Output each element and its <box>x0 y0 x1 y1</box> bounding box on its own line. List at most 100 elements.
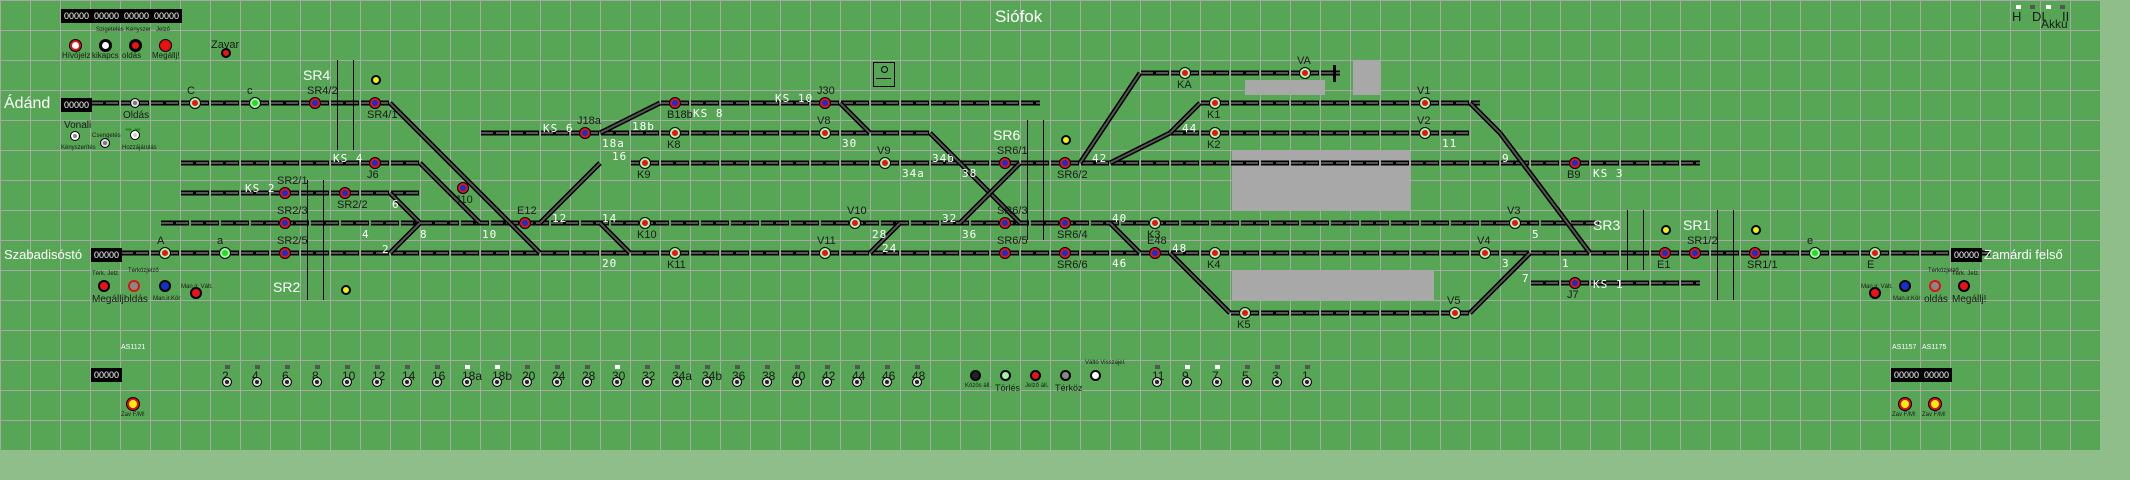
signal-k2[interactable] <box>1210 128 1220 138</box>
signal-e1[interactable] <box>1660 248 1670 258</box>
signal-va[interactable] <box>1300 68 1310 78</box>
switch-button[interactable] <box>312 377 322 387</box>
signal-v2[interactable] <box>1420 128 1430 138</box>
switch-button[interactable] <box>1212 377 1222 387</box>
zav-fm-button[interactable] <box>1929 398 1941 410</box>
switch-button[interactable] <box>342 377 352 387</box>
signal-sr2-5[interactable] <box>280 248 290 258</box>
switch-button[interactable] <box>672 377 682 387</box>
switch-button[interactable] <box>252 377 262 387</box>
switch-button[interactable] <box>1272 377 1282 387</box>
switch-button[interactable] <box>432 377 442 387</box>
h-indicator[interactable]: H <box>2012 9 2022 24</box>
signal-a[interactable] <box>220 248 230 258</box>
signal-e[interactable] <box>1810 248 1820 258</box>
signal-v3[interactable] <box>1510 218 1520 228</box>
switch-button[interactable] <box>912 377 922 387</box>
signal-a[interactable] <box>160 248 170 258</box>
signal-v5[interactable] <box>1450 308 1460 318</box>
switch-button[interactable] <box>882 377 892 387</box>
signal-k10[interactable] <box>640 218 650 228</box>
legend-button[interactable] <box>1060 370 1071 381</box>
control-button[interactable] <box>160 40 171 51</box>
signal-sr1-1[interactable] <box>1750 248 1760 258</box>
zavar-button[interactable] <box>221 48 231 58</box>
shunt-signal[interactable] <box>1061 135 1071 145</box>
signal-sr2-3[interactable] <box>280 218 290 228</box>
signal-k11[interactable] <box>670 248 680 258</box>
shunt-signal[interactable] <box>371 75 381 85</box>
control-button[interactable] <box>70 40 81 51</box>
signal-sr4-1[interactable] <box>370 98 380 108</box>
signal-sr4-2[interactable] <box>310 98 320 108</box>
signal-j7[interactable] <box>1570 278 1580 288</box>
signal-sr6-4[interactable] <box>1060 218 1070 228</box>
control-button[interactable] <box>100 40 111 51</box>
switch-button[interactable] <box>492 377 502 387</box>
signal-v11[interactable] <box>820 248 830 258</box>
signal-b9[interactable] <box>1570 158 1580 168</box>
signal-k9[interactable] <box>640 158 650 168</box>
signal-sr1-2[interactable] <box>1690 248 1700 258</box>
switch-button[interactable] <box>582 377 592 387</box>
man-ir-kor-button[interactable] <box>159 280 171 292</box>
oldas-button[interactable] <box>128 280 140 292</box>
signal-e[interactable] <box>1870 248 1880 258</box>
signal-e48[interactable] <box>1150 248 1160 258</box>
switch-button[interactable] <box>732 377 742 387</box>
hozzajarulas-button[interactable] <box>130 130 140 140</box>
switch-button[interactable] <box>552 377 562 387</box>
signal-v9[interactable] <box>880 158 890 168</box>
signal-sr6-6[interactable] <box>1060 248 1070 258</box>
signal-k5[interactable] <box>1240 308 1250 318</box>
legend-button[interactable] <box>970 370 981 381</box>
switch-button[interactable] <box>1182 377 1192 387</box>
signal-c[interactable] <box>250 98 260 108</box>
switch-button[interactable] <box>792 377 802 387</box>
switch-button[interactable] <box>1302 377 1312 387</box>
shunt-signal[interactable] <box>341 285 351 295</box>
control-button[interactable] <box>130 40 141 51</box>
zav-fm-button[interactable] <box>1899 398 1911 410</box>
signal-sr6-2[interactable] <box>1060 158 1070 168</box>
signal-k8[interactable] <box>670 128 680 138</box>
adand-oldas-button[interactable] <box>130 98 140 108</box>
switch-button[interactable] <box>1152 377 1162 387</box>
vonali-button[interactable] <box>70 131 80 141</box>
switch-button[interactable] <box>762 377 772 387</box>
akku-indicator[interactable]: Akku <box>2041 17 2068 31</box>
man-ir-kor-button[interactable] <box>1899 280 1911 292</box>
signal-v8[interactable] <box>820 128 830 138</box>
signal-v1[interactable] <box>1420 98 1430 108</box>
switch-button[interactable] <box>612 377 622 387</box>
legend-button[interactable] <box>1030 370 1041 381</box>
signal-sr6-3[interactable] <box>1000 218 1010 228</box>
megallj-button[interactable] <box>98 280 110 292</box>
signal-ka[interactable] <box>1180 68 1190 78</box>
signal-c[interactable] <box>190 98 200 108</box>
switch-button[interactable] <box>222 377 232 387</box>
shunt-signal[interactable] <box>1751 225 1761 235</box>
oldas-button[interactable] <box>1929 280 1941 292</box>
switch-button[interactable] <box>282 377 292 387</box>
signal-sr2-1[interactable] <box>280 188 290 198</box>
switch-button[interactable] <box>402 377 412 387</box>
switch-button[interactable] <box>522 377 532 387</box>
signal-j30[interactable] <box>820 98 830 108</box>
ii-indicator[interactable]: II <box>2062 9 2070 24</box>
station-building-icon[interactable] <box>873 62 895 87</box>
switch-button[interactable] <box>852 377 862 387</box>
shunt-signal[interactable] <box>1661 225 1671 235</box>
signal-v4[interactable] <box>1480 248 1490 258</box>
legend-button[interactable] <box>1090 370 1101 381</box>
signal-j18a[interactable] <box>580 128 590 138</box>
switch-button[interactable] <box>642 377 652 387</box>
signal-sr2-2[interactable] <box>340 188 350 198</box>
switch-button[interactable] <box>702 377 712 387</box>
signal-j6[interactable] <box>370 158 380 168</box>
signal-k1[interactable] <box>1210 98 1220 108</box>
di-indicator[interactable]: DI <box>2032 9 2045 24</box>
switch-button[interactable] <box>1242 377 1252 387</box>
zav-fm-button[interactable] <box>127 398 139 410</box>
signal-k4[interactable] <box>1210 248 1220 258</box>
